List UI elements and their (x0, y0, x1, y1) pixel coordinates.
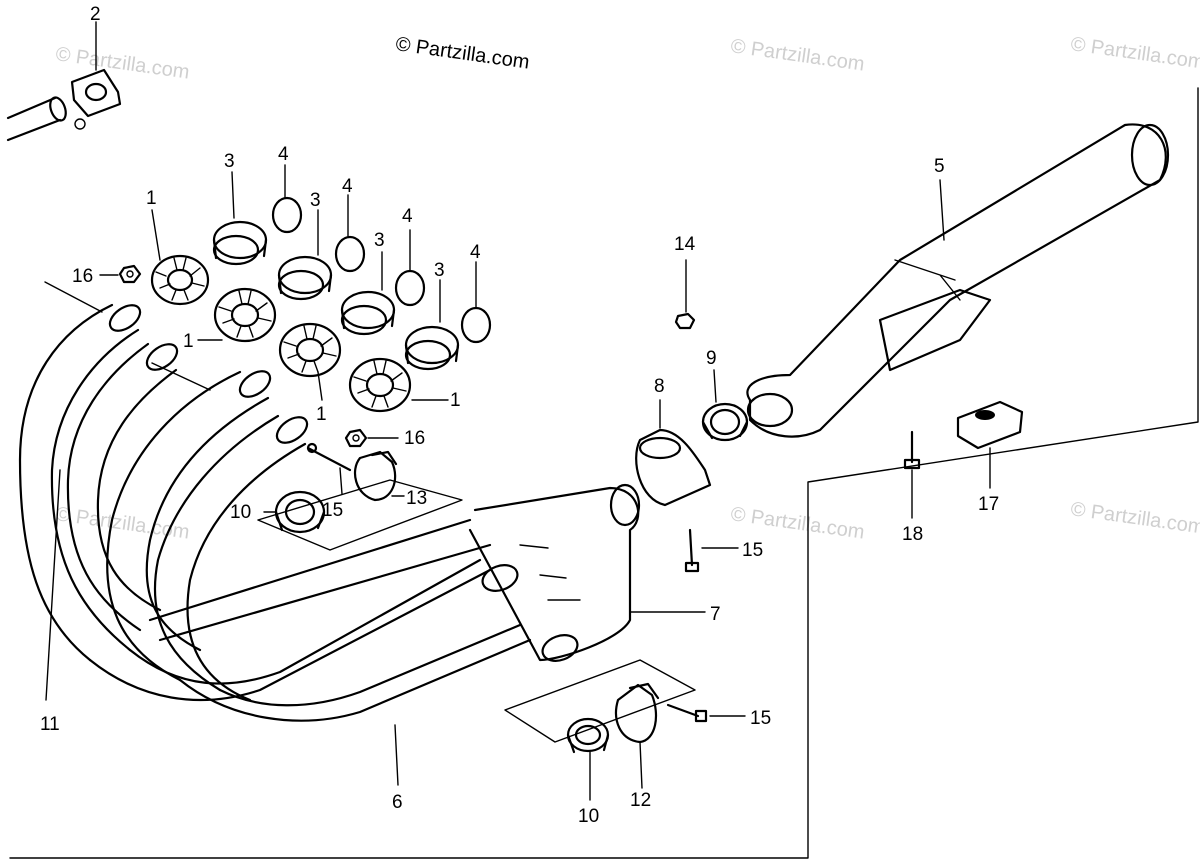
callout-16a: 16 (72, 266, 93, 287)
callout-15b: 15 (742, 540, 763, 561)
part-7-collector (468, 483, 706, 662)
part-18-bolt (903, 430, 921, 519)
part-17-rubber-block (956, 400, 1024, 489)
callout-1a: 1 (146, 188, 157, 209)
diagram-frame (9, 87, 1199, 859)
part-12-clamp (614, 682, 660, 789)
callout-3b: 3 (310, 190, 321, 211)
part-8-clamp-band (635, 399, 712, 507)
part-11-exhaust-pipes (18, 281, 309, 702)
clamp-guide-plates (257, 479, 696, 743)
watermark-2: © Partzilla.com (729, 35, 866, 76)
part-14-nut (674, 259, 696, 330)
callout-11: 11 (40, 714, 60, 735)
callout-2: 2 (90, 4, 101, 25)
callout-7: 7 (710, 604, 721, 625)
part-9-ring (701, 369, 749, 442)
callout-6: 6 (392, 792, 403, 813)
callout-18: 18 (902, 524, 923, 545)
callout-4c: 4 (402, 206, 413, 227)
callout-15c: 15 (750, 708, 771, 729)
part-15-bolts (306, 442, 746, 723)
watermark-3: © Partzilla.com (1069, 33, 1200, 74)
callout-1d: 1 (450, 390, 461, 411)
part-16-nuts (99, 264, 399, 448)
callout-13: 13 (406, 488, 427, 509)
callout-3c: 3 (374, 230, 385, 251)
part-1-finned-joints (150, 209, 449, 413)
copyright-text: © Partzilla.com (394, 33, 531, 74)
callout-1b: 1 (183, 331, 194, 352)
callout-12: 12 (630, 790, 651, 811)
part-6-lower-pipes (88, 518, 532, 786)
callout-4a: 4 (278, 144, 289, 165)
watermark-6: © Partzilla.com (1069, 498, 1200, 539)
callout-8: 8 (654, 376, 665, 397)
part-4-gaskets (271, 164, 492, 344)
watermark-5: © Partzilla.com (729, 503, 866, 544)
part-2-flange (6, 21, 122, 142)
callout-15a: 15 (322, 500, 343, 521)
watermark-1: © Partzilla.com (54, 43, 191, 84)
callout-10b: 10 (578, 806, 599, 827)
callout-4b: 4 (342, 176, 353, 197)
part-13-clamp (353, 450, 405, 502)
callout-1c: 1 (316, 404, 327, 425)
part-3-collars (212, 171, 460, 371)
callout-4d: 4 (470, 242, 481, 263)
callout-17: 17 (978, 494, 999, 515)
watermark-4: © Partzilla.com (54, 503, 191, 544)
callout-14: 14 (674, 234, 696, 255)
part-10-sleeves (263, 490, 610, 801)
callout-3a: 3 (224, 151, 235, 172)
callout-16b: 16 (404, 428, 425, 449)
callout-9: 9 (706, 348, 717, 369)
callout-5: 5 (934, 156, 945, 177)
callout-10a: 10 (230, 502, 251, 523)
callout-3d: 3 (434, 260, 445, 281)
part-5-muffler (746, 123, 1170, 438)
